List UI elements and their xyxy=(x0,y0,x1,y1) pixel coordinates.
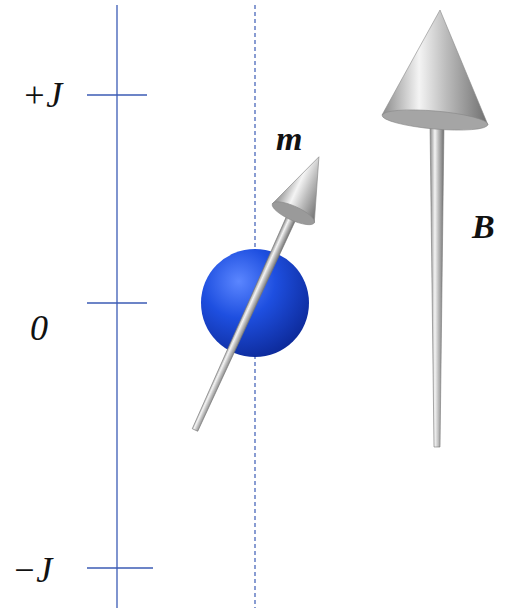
axis-tick xyxy=(87,567,153,568)
vector-label: m xyxy=(276,122,302,156)
arrow-shaft xyxy=(430,122,444,447)
cone-base xyxy=(269,197,317,229)
arrow-cone xyxy=(382,10,488,125)
axis-label: −J xyxy=(12,552,52,588)
vector-label: B xyxy=(472,210,495,244)
moment-arrow xyxy=(174,147,340,439)
axis-tick xyxy=(87,94,147,95)
axis-tick xyxy=(87,302,147,303)
cone-base xyxy=(381,106,488,133)
arrow-shaft xyxy=(190,205,300,432)
axis-label: +J xyxy=(22,77,62,113)
axis-label: 0 xyxy=(30,310,48,346)
